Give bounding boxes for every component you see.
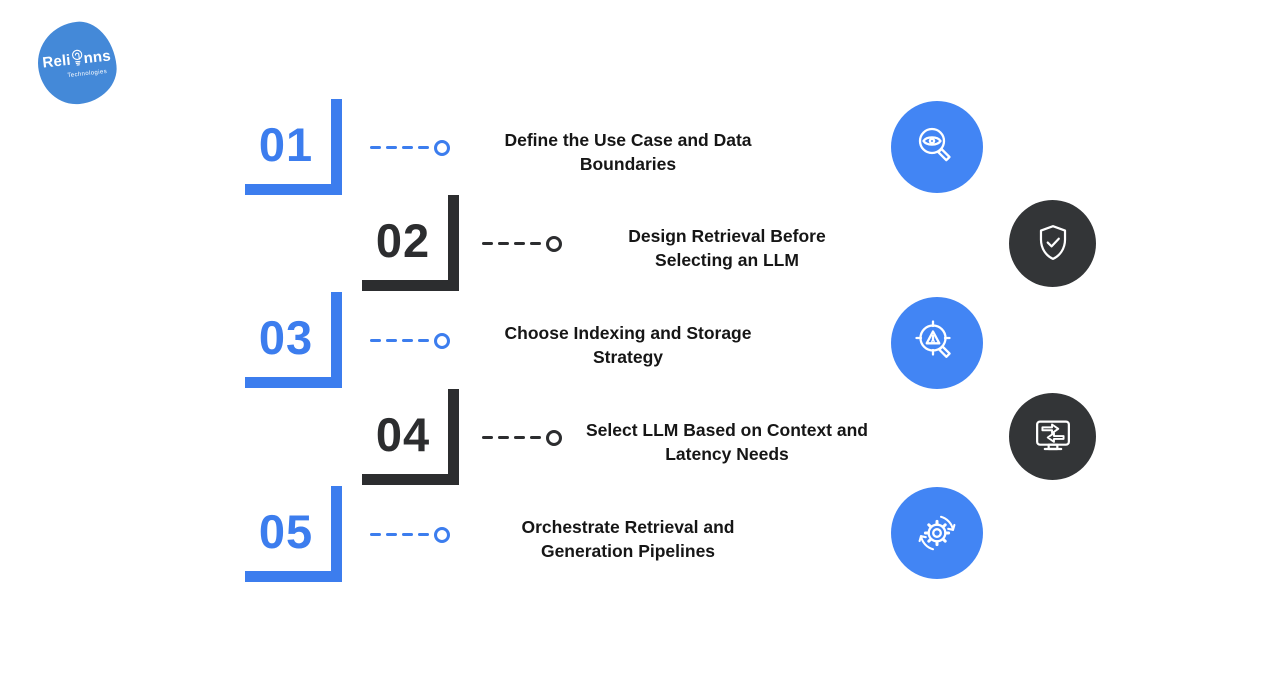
- step-icon-circle: [891, 487, 983, 579]
- step-bracket: [362, 195, 459, 291]
- step-label: Define the Use Case and Data Boundaries: [504, 130, 752, 174]
- step-label: Choose Indexing and Storage Strategy: [504, 323, 752, 367]
- connector-dot: [434, 139, 450, 156]
- step-row-2: 02 Design Retrieval Before Selecting an …: [0, 195, 1288, 292]
- step-bracket: [245, 292, 342, 388]
- step-label: Orchestrate Retrieval and Generation Pip…: [521, 517, 735, 561]
- dashed-connector: [370, 526, 450, 543]
- shield-check-icon: [1039, 224, 1066, 260]
- step-row-5: 05 Orchestrate Retrieval and Generation …: [0, 486, 1288, 583]
- dashed-connector: [482, 235, 562, 252]
- gear-sync-icon: [918, 515, 956, 551]
- dashed-connector: [370, 139, 450, 156]
- dashed-connector: [370, 332, 450, 349]
- magnifier-warning-icon: [915, 320, 951, 358]
- step-icon-circle: [891, 297, 983, 389]
- step-icon-circle: [1009, 393, 1096, 480]
- lightbulb-icon: [71, 49, 82, 66]
- step-number: 02: [375, 214, 431, 267]
- logo-blob: Reli nns Technologies: [33, 18, 121, 108]
- brand-part-1: Reli: [41, 51, 72, 72]
- step-bracket: [362, 389, 459, 485]
- step-bracket: [245, 486, 342, 582]
- step-row-1: 01 Define the Use Case and Data Boundari…: [0, 99, 1288, 196]
- connector-dot: [434, 526, 450, 543]
- step-number: 01: [258, 118, 314, 171]
- relinns-logo: Reli nns Technologies: [33, 18, 121, 108]
- connector-dot: [546, 429, 562, 446]
- step-number: 04: [375, 408, 431, 461]
- step-number: 05: [258, 505, 314, 558]
- step-number: 03: [258, 311, 314, 364]
- brand-part-2: nns: [82, 47, 112, 68]
- step-icon-circle: [1009, 200, 1096, 287]
- monitor-transfer-icon: [1035, 420, 1070, 450]
- magnifier-eye-icon: [918, 127, 951, 162]
- step-icon-circle: [891, 101, 983, 193]
- connector-dot: [546, 235, 562, 252]
- step-label: Design Retrieval Before Selecting an LLM: [628, 226, 826, 270]
- step-row-4: 04 Select LLM Based on Context and Laten…: [0, 389, 1288, 486]
- step-label: Select LLM Based on Context and Latency …: [586, 420, 868, 464]
- brand-name: Reli nns: [41, 45, 112, 74]
- dashed-connector: [482, 429, 562, 446]
- connector-dot: [434, 332, 450, 349]
- step-row-3: 03 Choose Indexing and Storage Strategy: [0, 292, 1288, 389]
- step-bracket: [245, 99, 342, 195]
